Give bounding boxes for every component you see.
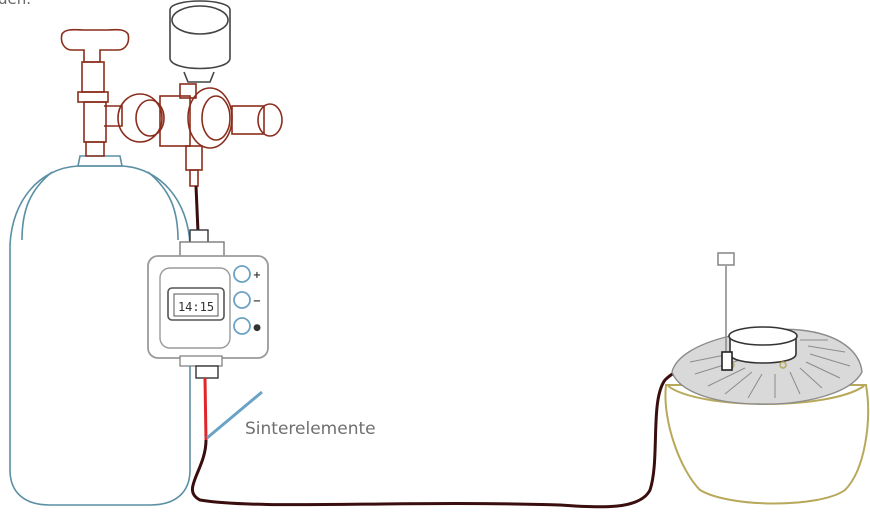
co2-cylinder xyxy=(9,155,191,506)
timer-power-label: ● xyxy=(253,323,261,333)
sinter-element xyxy=(203,377,208,441)
pressure-gauge xyxy=(169,0,231,83)
top-text-fragment: den. xyxy=(0,0,31,8)
cylinder-valve xyxy=(60,28,130,157)
hose-connector xyxy=(721,351,733,371)
timer-plus-label: + xyxy=(253,270,261,281)
timer-plus-button[interactable] xyxy=(233,265,251,283)
pressure-regulator xyxy=(117,83,283,187)
diffuser-rod xyxy=(717,252,735,360)
sinter-pointer-line xyxy=(206,390,263,440)
timer-display: 14:15 xyxy=(178,300,214,314)
co2-diffuser xyxy=(671,326,863,405)
hose-main xyxy=(190,362,727,509)
timer-power-button[interactable] xyxy=(233,317,251,335)
hose-upper xyxy=(194,185,200,233)
sinterelemente-label: Sinterelemente xyxy=(245,419,376,439)
timer-minus-button[interactable] xyxy=(233,291,251,309)
timer-minus-label: − xyxy=(253,296,261,307)
